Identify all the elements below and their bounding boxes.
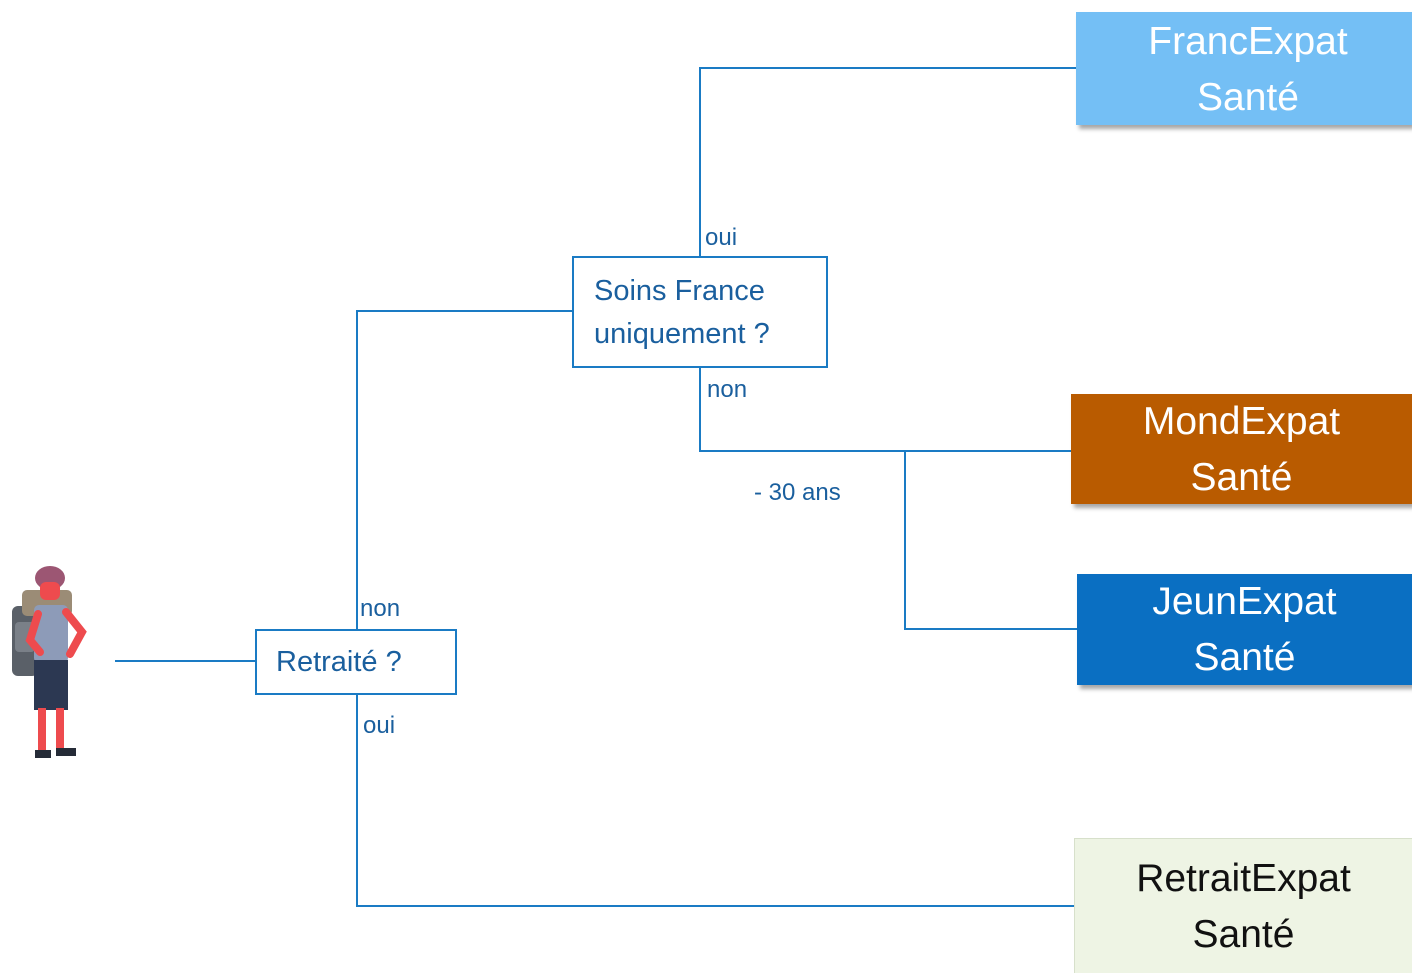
product-jeunexpat-line1: JeunExpat <box>1152 580 1337 623</box>
soins-question-line2: uniquement ? <box>594 318 770 350</box>
product-retraitexpat-line1: RetraitExpat <box>1136 857 1351 900</box>
product-francexpat-line1: FrancExpat <box>1148 20 1348 63</box>
soins-question-box: Soins France uniquement ? <box>572 256 828 368</box>
retraite-question-box: Retraité ? <box>255 629 457 695</box>
product-mondexpat: MondExpat Santé <box>1071 394 1412 504</box>
product-retraitexpat: RetraitExpat Santé <box>1074 838 1412 973</box>
traveler-icon <box>12 566 87 758</box>
product-jeunexpat: JeunExpat Santé <box>1077 574 1412 685</box>
product-francexpat-line2: Santé <box>1197 76 1299 119</box>
product-retraitexpat-line2: Santé <box>1192 913 1295 956</box>
product-jeunexpat-line2: Santé <box>1193 636 1296 679</box>
soins-question-line1: Soins France <box>594 275 765 307</box>
age-branch-line <box>904 451 1078 630</box>
edge-label-soins-oui: oui <box>705 224 738 251</box>
edge-label-age: - 30 ans <box>754 479 841 506</box>
edge-label-soins-non: non <box>707 376 748 403</box>
product-mondexpat-line1: MondExpat <box>1142 400 1341 443</box>
soins-non-line <box>699 366 1072 452</box>
edge-label-retraite-oui: oui <box>363 712 396 739</box>
retraite-oui-line <box>356 693 1078 907</box>
retraite-question-text: Retraité ? <box>276 646 402 678</box>
edge-label-retraite-non: non <box>360 595 401 622</box>
product-francexpat: FrancExpat Santé <box>1076 12 1412 125</box>
product-mondexpat-line2: Santé <box>1190 456 1293 499</box>
retraite-non-line <box>356 310 574 630</box>
soins-oui-line <box>699 67 1078 257</box>
